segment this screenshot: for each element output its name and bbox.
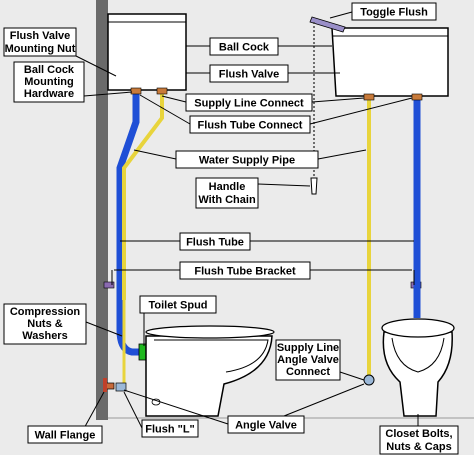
label-compression-3: Washers: [22, 330, 67, 342]
label-toilet-spud: Toilet Spud: [148, 300, 207, 312]
label-handle-chain-1: Handle: [209, 181, 246, 193]
label-water-supply-pipe: Water Supply Pipe: [199, 155, 295, 167]
right-tank: [331, 27, 449, 97]
label-angle-valve: Angle Valve: [235, 420, 297, 432]
label-ball-cock-hw-2: Mounting: [24, 76, 73, 88]
label-supply-angle-1: Supply Line: [277, 342, 339, 354]
label-supply-line-connect: Supply Line Connect: [194, 98, 304, 110]
right-toilet-bowl: [382, 331, 453, 417]
label-closet-bolts-1: Closet Bolts,: [385, 428, 452, 440]
toggle-flush-lever: [309, 16, 346, 33]
label-compression-2: Nuts &: [27, 318, 63, 330]
label-flush-l: Flush "L": [145, 424, 195, 436]
left-tank: [107, 13, 187, 91]
label-supply-angle-3: Connect: [286, 366, 330, 378]
label-compression-1: Compression: [10, 306, 81, 318]
label-ball-cock-hw-3: Hardware: [24, 88, 74, 100]
label-flush-tube: Flush Tube: [186, 237, 244, 249]
left-supply-pipe: [122, 92, 164, 300]
label-wall-flange: Wall Flange: [35, 430, 96, 442]
label-handle-chain-2: With Chain: [198, 194, 256, 206]
label-flush-valve: Flush Valve: [219, 69, 280, 81]
label-ball-cock: Ball Cock: [219, 42, 270, 54]
label-closet-bolts-2: Nuts & Caps: [386, 441, 451, 453]
label-flush-tube-connect: Flush Tube Connect: [198, 120, 303, 132]
label-flush-valve-nut-1: Flush Valve: [10, 30, 71, 42]
wall: [96, 0, 108, 420]
left-flush-tube: [116, 92, 144, 356]
label-flush-tube-bracket: Flush Tube Bracket: [194, 266, 296, 278]
left-toilet-bowl: [145, 335, 273, 417]
right-angle-valve: [363, 374, 375, 386]
label-ball-cock-hw-1: Ball Cock: [24, 64, 75, 76]
label-toggle-flush: Toggle Flush: [360, 7, 428, 19]
label-supply-angle-2: Angle Valve: [277, 354, 339, 366]
chain-handle: [310, 177, 318, 195]
label-flush-valve-nut-2: Mounting Nut: [5, 43, 76, 55]
